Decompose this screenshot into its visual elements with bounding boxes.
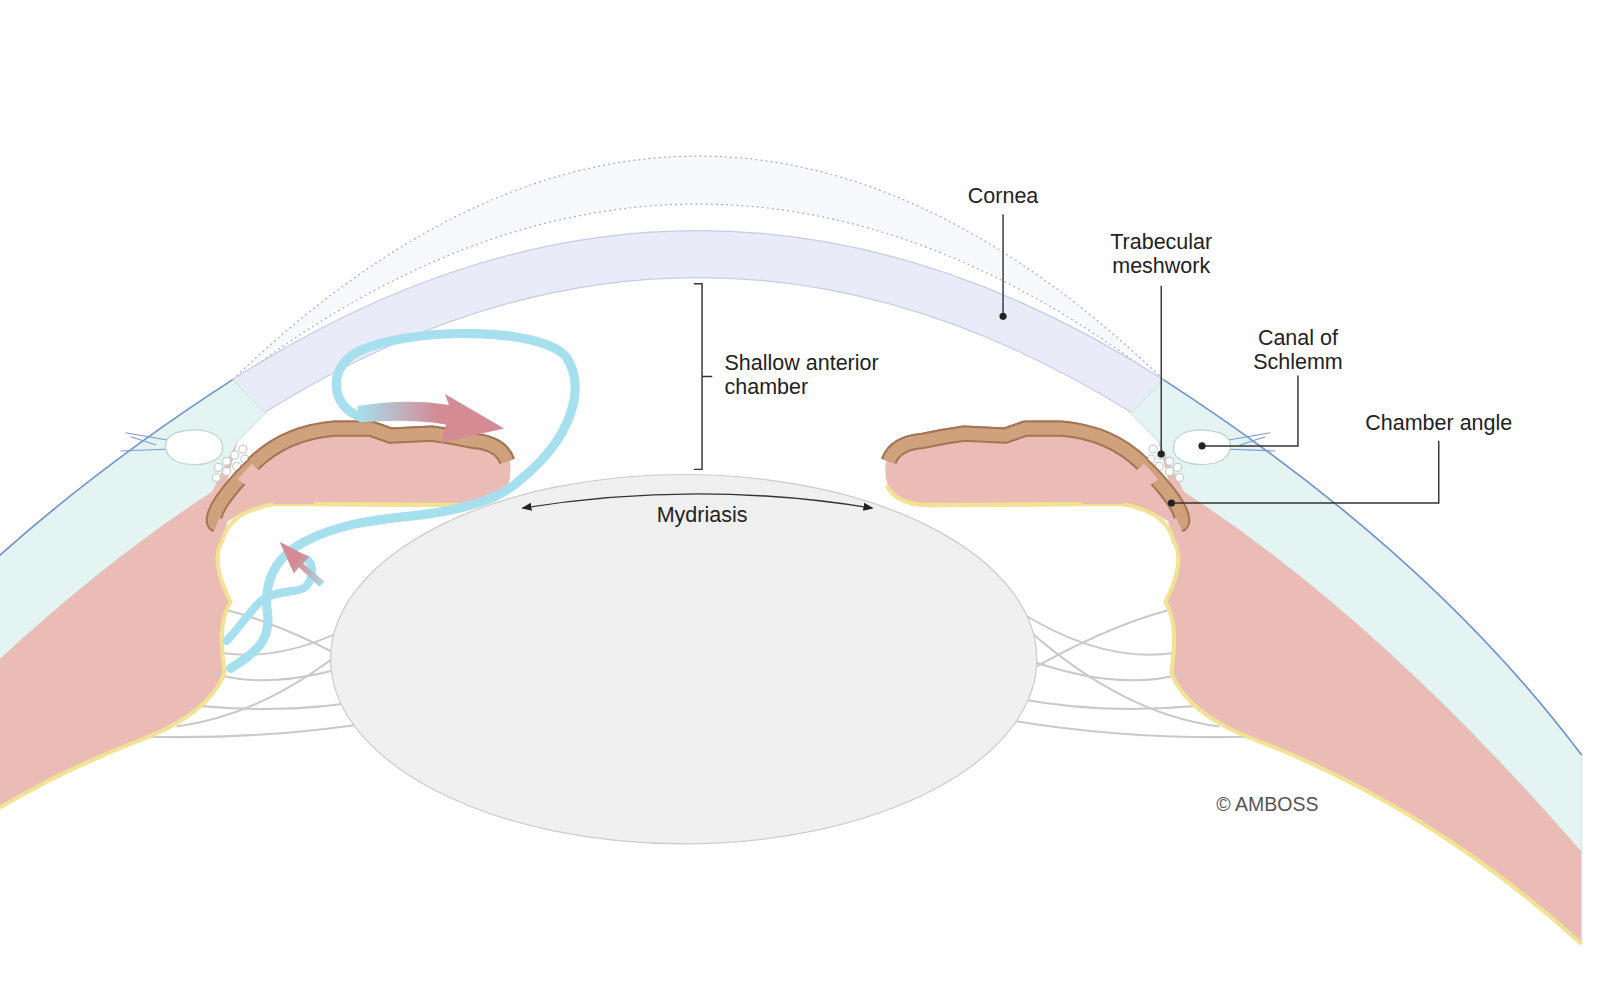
part-label: Trabecular meshwork <box>1096 230 1227 278</box>
part-label: Mydriasis <box>620 503 783 527</box>
aqueous-flow <box>227 558 312 640</box>
lens <box>331 474 1037 843</box>
leader-lines <box>522 214 1438 508</box>
part-label: Chamber angle <box>1337 411 1541 435</box>
part-label: Shallow anterior chamber <box>724 351 912 399</box>
leader-dot <box>999 313 1006 320</box>
cornea <box>233 231 1164 414</box>
illustration-group <box>0 156 1582 944</box>
leader-dot <box>1168 499 1175 506</box>
pigment-epithelium <box>887 486 1082 505</box>
iris-pigment-outline <box>889 429 1143 465</box>
flow-arrow <box>280 542 325 587</box>
leader-line <box>1161 286 1162 454</box>
leader-line <box>1202 376 1298 446</box>
leader-line <box>1171 441 1438 503</box>
leader-dot <box>1158 451 1165 458</box>
leader-dot <box>1198 442 1205 449</box>
part-label: Canal of Schlemm <box>1236 326 1360 374</box>
leader-dots <box>999 313 1205 507</box>
bracket <box>694 284 712 470</box>
flow-arrow <box>357 394 504 443</box>
part-label: Cornea <box>932 184 1075 208</box>
iris-left <box>238 429 511 506</box>
leader-line <box>1002 214 1003 316</box>
aqueous-flow <box>231 334 575 669</box>
iris-pigment-layer <box>889 429 1143 465</box>
copyright-note: © AMBOSS <box>1216 792 1379 816</box>
